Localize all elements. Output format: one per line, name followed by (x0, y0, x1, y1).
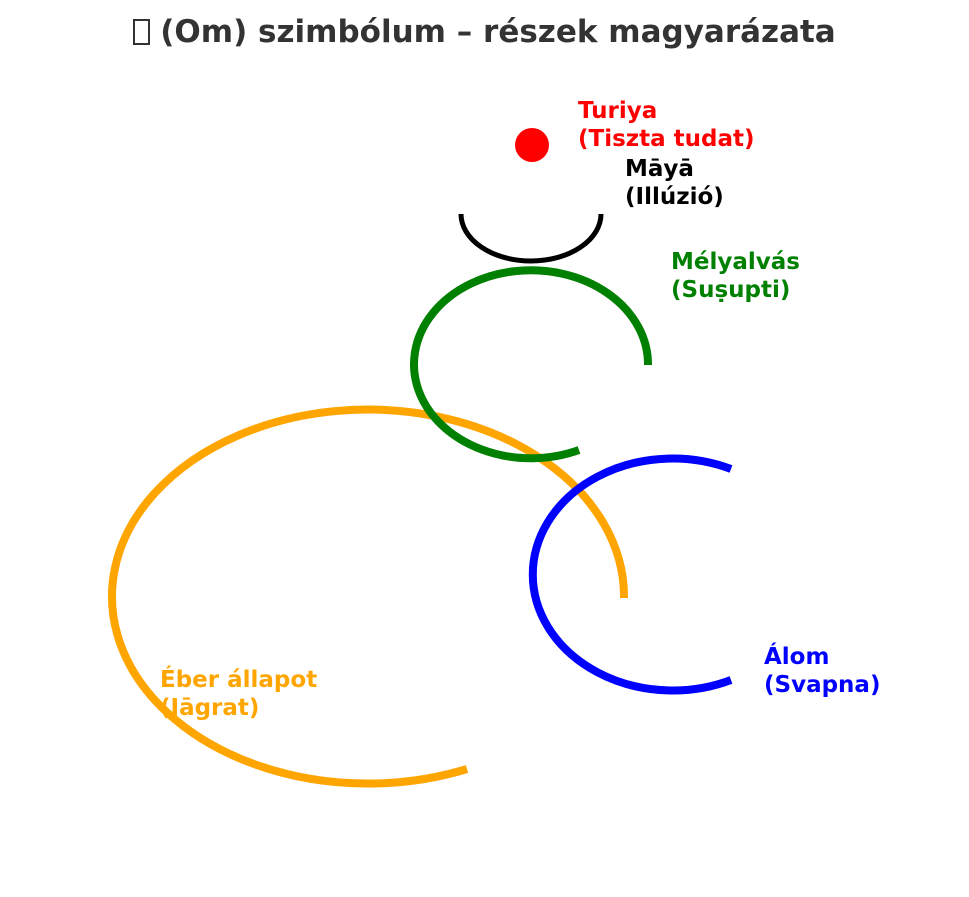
svapna-curve (528, 454, 733, 695)
susupti-curve (410, 266, 653, 463)
svapna-label: Álom (Svapna) (764, 642, 880, 698)
page-title-text: (Om) szimbólum – részek magyarázata (160, 14, 836, 50)
susupti-label-line2: (Suṣupti) (671, 277, 790, 303)
jagrat-curve (108, 405, 629, 788)
susupti-label: Mélyalvás (Suṣupti) (671, 249, 808, 303)
page-title: (Om) szimbólum – részek magyarázata (0, 14, 969, 50)
turiya-dot (515, 128, 549, 162)
svapna-label-line2: (Svapna) (764, 672, 880, 698)
maya-crescent (458, 213, 604, 264)
jagrat-label-line1: Éber állapot (160, 665, 317, 693)
susupti-label-line1: Mélyalvás (671, 249, 800, 275)
jagrat-label-line2: (Jāgrat) (160, 695, 259, 721)
maya-label-line2: (Illúzió) (625, 184, 724, 210)
jagrat-label: Éber állapot (Jāgrat) (160, 665, 325, 721)
svapna-label-line1: Álom (764, 642, 829, 670)
maya-label: Māyā (Illúzió) (625, 156, 724, 210)
turiya-label: Turiya (Tiszta tudat) (578, 98, 755, 152)
turiya-label-line1: Turiya (578, 98, 657, 124)
maya-label-line1: Māyā (625, 156, 694, 182)
turiya-label-line2: (Tiszta tudat) (578, 126, 755, 152)
om-symbol-icon (133, 19, 151, 45)
